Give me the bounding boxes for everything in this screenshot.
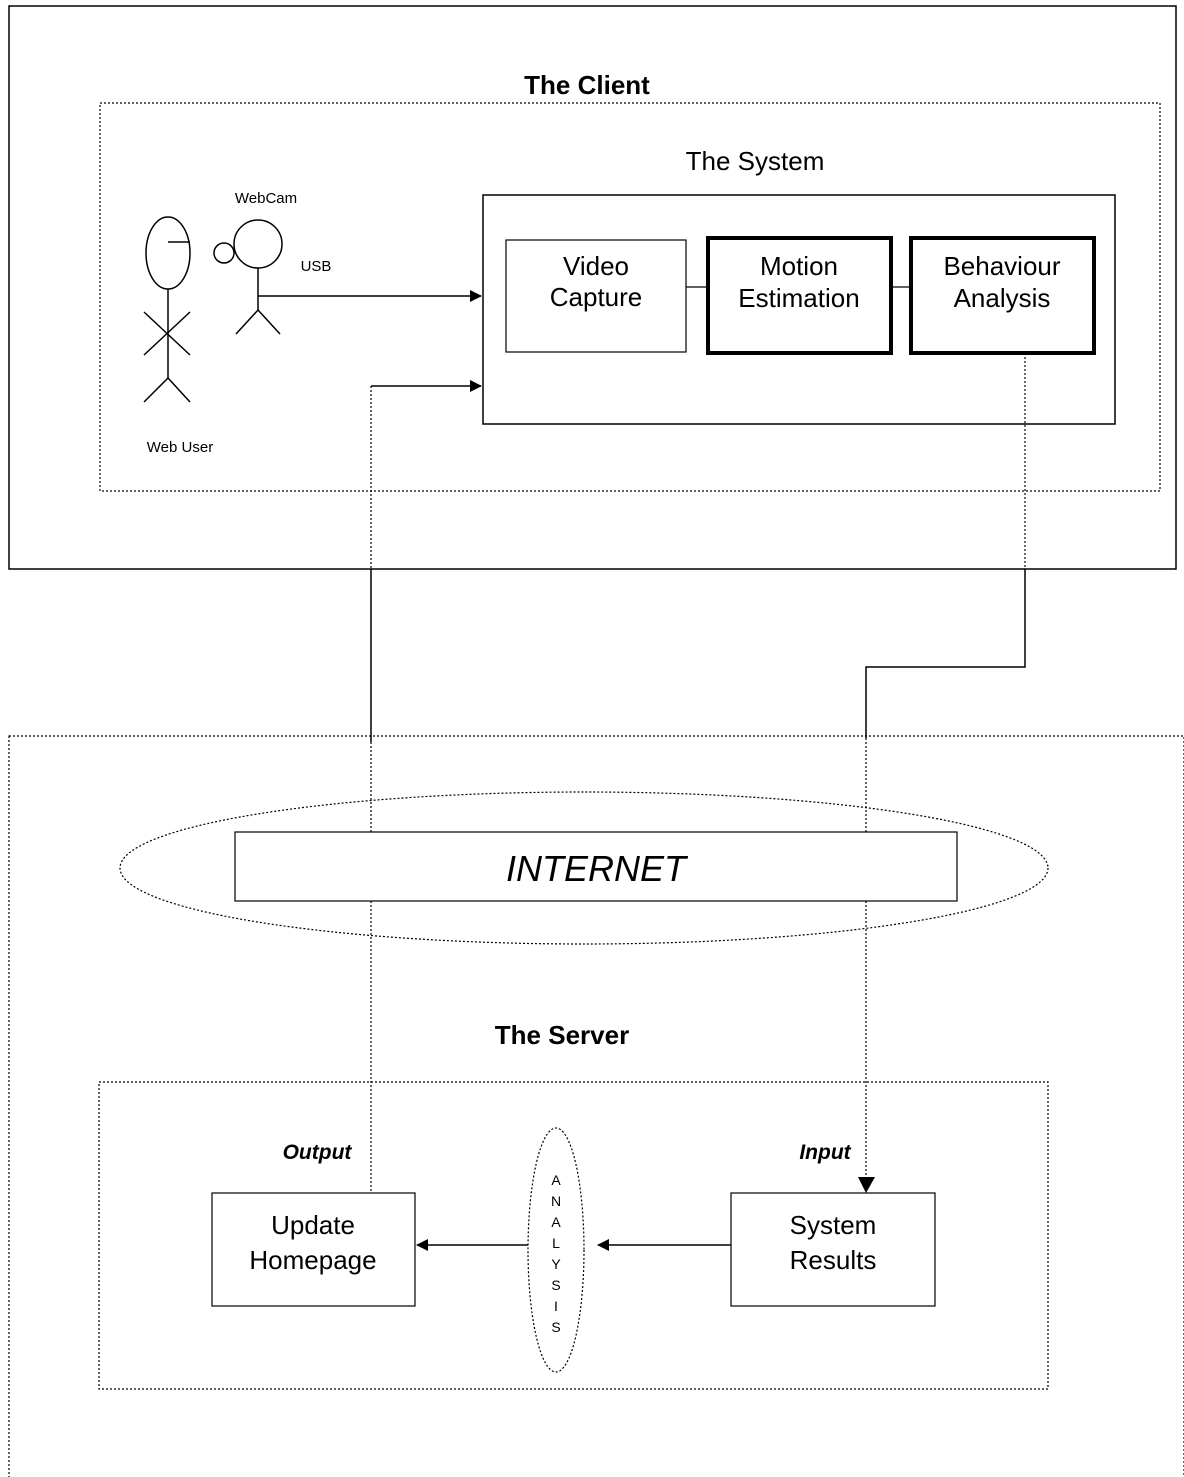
internet-label: INTERNET <box>506 848 689 889</box>
client-inner-box <box>99 102 1161 492</box>
server-title: The Server <box>495 1020 629 1050</box>
analysis-letter: S <box>551 1277 560 1293</box>
motion-estimation-box <box>706 236 893 355</box>
system-results-label: System <box>790 1210 877 1240</box>
analysis-letter: A <box>551 1172 561 1188</box>
webcam-icon <box>213 219 283 335</box>
update-homepage-box <box>211 1192 416 1307</box>
web-user-label: Web User <box>147 439 213 456</box>
analysis-letter: N <box>551 1193 561 1209</box>
analysis-letter: A <box>551 1214 561 1230</box>
analysis-letter: L <box>552 1235 560 1251</box>
client-outer-box <box>8 5 1177 570</box>
analysis-letter: Y <box>551 1256 561 1272</box>
motion-estimation-label: Motion <box>760 251 838 281</box>
analysis-letters: A N A L Y S I S <box>551 1172 561 1335</box>
analysis-ellipse <box>527 1127 585 1373</box>
client-to-server-line-right <box>865 569 1026 738</box>
analysis-letter: I <box>554 1298 558 1314</box>
update-homepage-label-line2: Homepage <box>249 1245 376 1275</box>
input-label: Input <box>799 1141 851 1164</box>
behaviour-analysis-label-line2: Analysis <box>954 283 1051 313</box>
system-results-box <box>730 1192 936 1307</box>
internet-cloud <box>119 791 1049 945</box>
output-label: Output <box>283 1141 353 1164</box>
behaviour-analysis-label: Behaviour <box>943 251 1060 281</box>
system-title: The System <box>686 146 825 176</box>
motion-estimation-label-line2: Estimation <box>738 283 859 313</box>
input-arrowhead <box>858 1177 875 1193</box>
video-capture-label: Video <box>563 251 629 281</box>
system-box <box>482 194 1116 425</box>
client-title: The Client <box>524 70 650 100</box>
video-capture-label-line2: Capture <box>550 282 643 312</box>
analysis-letter: S <box>551 1319 560 1335</box>
system-results-label-line2: Results <box>790 1245 877 1275</box>
video-capture-box <box>505 239 687 353</box>
usb-label: USB <box>301 258 332 275</box>
webcam-label: WebCam <box>235 190 297 207</box>
web-user-icon <box>143 216 191 403</box>
internet-box <box>234 831 958 902</box>
behaviour-analysis-box <box>909 236 1096 355</box>
update-homepage-label: Update <box>271 1210 355 1240</box>
